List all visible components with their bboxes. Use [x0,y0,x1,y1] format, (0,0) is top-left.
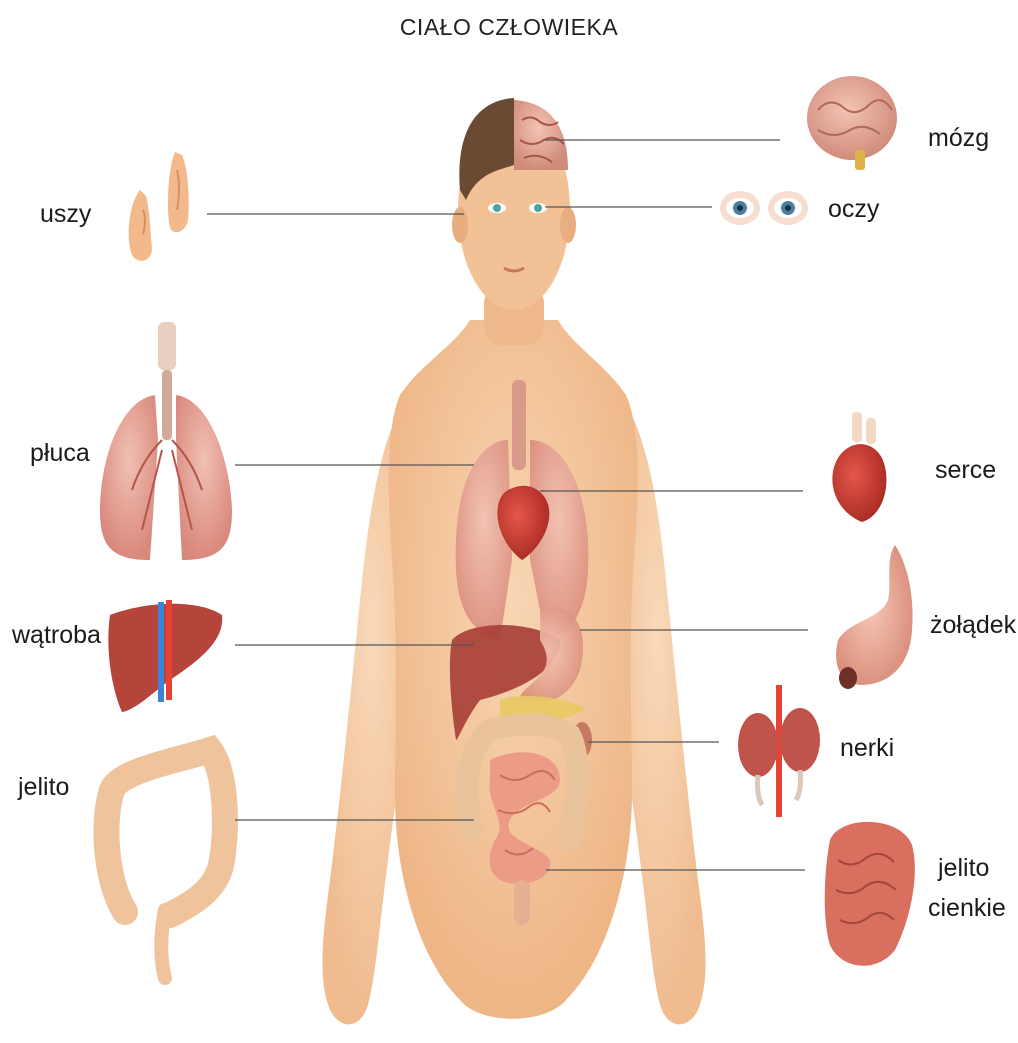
small-intestine-illustration [825,822,915,966]
liver-illustration [108,600,222,712]
label-jelito: jelito [18,772,69,802]
ears-illustration [129,152,189,261]
stomach-illustration [836,545,912,689]
label-oczy: oczy [828,194,879,224]
label-jelito-cienkie-line1: jelito [938,853,989,883]
large-intestine-illustration [106,750,224,978]
brain-cutaway [514,100,568,170]
label-jelito-cienkie-line2: cienkie [928,893,1006,923]
label-watroba: wątroba [12,620,101,650]
brain-illustration [807,76,897,170]
label-mozg: mózg [928,123,989,153]
eyes-illustration [720,191,808,225]
label-uszy: uszy [40,199,91,229]
kidneys-illustration [738,685,820,817]
trachea [512,380,526,470]
human-body [322,98,705,1024]
lungs-illustration [100,322,232,560]
label-pluca: płuca [30,438,90,468]
label-zoladek: żołądek [930,610,1016,640]
heart-illustration [832,412,886,522]
label-nerki: nerki [840,733,894,763]
label-serce: serce [935,455,996,485]
